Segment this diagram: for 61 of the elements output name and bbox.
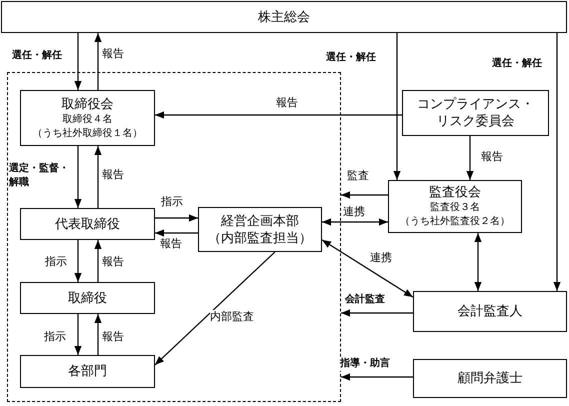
arrow bbox=[341, 373, 413, 381]
edge-label: 報告 bbox=[102, 47, 124, 61]
organization-box bbox=[413, 291, 567, 332]
box-title: 代表取締役 bbox=[55, 216, 120, 232]
organization-box bbox=[413, 359, 567, 398]
arrow bbox=[155, 229, 198, 237]
edge-label: 監査 bbox=[347, 169, 369, 183]
edge-label: 指示 bbox=[161, 195, 183, 209]
edge-label: 報告 bbox=[481, 150, 503, 164]
arrow bbox=[74, 146, 82, 208]
arrow bbox=[553, 33, 561, 291]
arrow bbox=[466, 136, 474, 180]
edge-label: 報告 bbox=[102, 330, 124, 344]
edge-label: 連携 bbox=[343, 205, 365, 219]
organization-box bbox=[402, 90, 549, 136]
arrow bbox=[74, 33, 82, 90]
box-note: 取締役４名 bbox=[62, 112, 112, 126]
box-note: （うち社外取締役１名） bbox=[32, 126, 142, 140]
box-title: コンプライアンス・リスク委員会 bbox=[416, 96, 535, 130]
box-title: 顧問弁護士 bbox=[458, 370, 522, 387]
arrow bbox=[74, 240, 82, 282]
arrow bbox=[341, 191, 388, 199]
arrow bbox=[341, 309, 413, 317]
box-title: 会計監査人 bbox=[458, 303, 522, 320]
organization-box bbox=[198, 207, 322, 252]
arrow bbox=[155, 214, 198, 222]
organization-box bbox=[20, 90, 155, 146]
box-title: 株主総会 bbox=[258, 8, 310, 26]
arrow bbox=[94, 33, 102, 90]
edge-label: 指示 bbox=[45, 255, 67, 269]
box-title: 経営企画本部（内部監査担当） bbox=[207, 212, 313, 246]
organization-box bbox=[1, 1, 567, 33]
box-note: （うち社外監査役２名） bbox=[400, 215, 510, 229]
box-title: 各部門 bbox=[68, 363, 107, 380]
box-title: 取締役 bbox=[68, 290, 107, 306]
edge-label: 連携 bbox=[370, 251, 392, 265]
arrow bbox=[474, 233, 482, 291]
box-title: 取締役会 bbox=[62, 96, 114, 112]
edge-label: 指導・助言 bbox=[340, 357, 390, 371]
edge-label: 指示 bbox=[44, 330, 66, 344]
edge-label: 内部監査 bbox=[210, 310, 254, 324]
organization-box bbox=[388, 180, 522, 233]
box-title: 監査役会 bbox=[429, 184, 481, 201]
arrow bbox=[393, 33, 401, 180]
box-note: 監査役３名 bbox=[430, 201, 480, 215]
arrow bbox=[94, 240, 102, 282]
arrow bbox=[322, 218, 388, 226]
arrow bbox=[322, 239, 414, 298]
edge-label: 報告 bbox=[160, 237, 182, 251]
edge-label: 報告 bbox=[276, 96, 298, 110]
edge-label: 報告 bbox=[102, 168, 124, 182]
edge-label: 報告 bbox=[102, 255, 124, 269]
arrow bbox=[94, 314, 102, 355]
arrow bbox=[154, 252, 276, 366]
arrow bbox=[155, 111, 402, 119]
arrow bbox=[94, 146, 102, 208]
arrow bbox=[74, 314, 82, 355]
organization-box bbox=[20, 355, 155, 388]
edge-label: 会計監査 bbox=[345, 293, 385, 307]
organization-box bbox=[20, 282, 155, 314]
organization-box bbox=[20, 208, 155, 240]
